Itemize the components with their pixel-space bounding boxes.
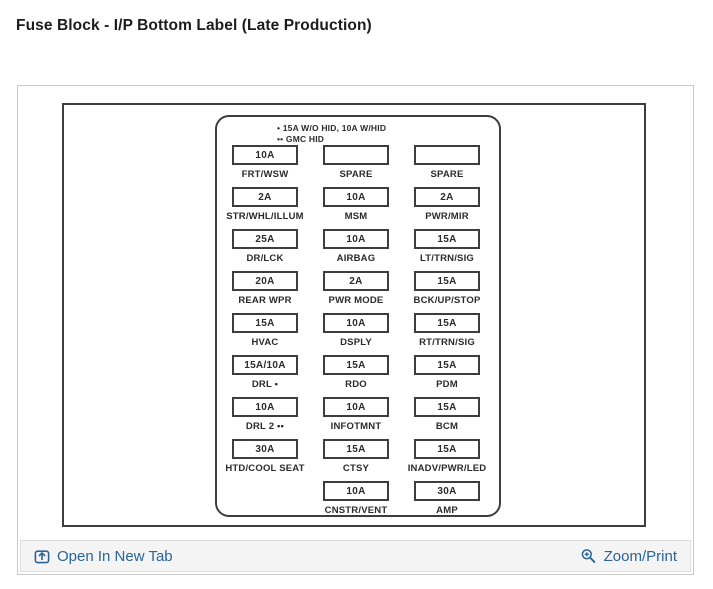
fuse-cell: 15A CTSY <box>323 439 389 481</box>
legend-line-2: •• GMC HID <box>277 133 325 144</box>
fuse-label: LT/TRN/SIG <box>419 253 475 264</box>
zoom-icon <box>581 548 595 563</box>
fuse-label: BCK/UP/STOP <box>413 295 481 306</box>
fuse-diagram-image: • 15A W/O HID, 10A W/HID •• GMC HID 10A … <box>62 103 646 527</box>
legend: • 15A W/O HID, 10A W/HID •• GMC HID <box>277 123 386 144</box>
fuse-cell: SPARE <box>323 145 389 187</box>
fuse-cell: 2A PWR/MIR <box>414 187 480 229</box>
fuse-label: CNSTR/VENT <box>324 505 388 516</box>
fuse-amp-box: 10A <box>323 187 389 207</box>
fuse-amp-box: 2A <box>323 271 389 291</box>
open-in-new-tab-label: Open In New Tab <box>57 547 173 565</box>
fuse-cell: 10A DSPLY <box>323 313 389 355</box>
fuse-label: HTD/COOL SEAT <box>225 463 305 474</box>
fuse-cell: 2A PWR MODE <box>323 271 389 313</box>
fuse-cell: 25A DR/LCK <box>232 229 298 271</box>
fuse-label: CTSY <box>342 463 370 474</box>
zoom-print-label: Zoom/Print <box>603 547 677 565</box>
fuse-cell: 10A DRL 2 •• <box>232 397 298 439</box>
fuse-grid: 10A FRT/WSW SPARE SPARE 2A STR/WHL/ILLUM… <box>225 145 487 523</box>
fuse-amp-box: 15A/10A <box>232 355 298 375</box>
fuse-cell: 10A FRT/WSW <box>232 145 298 187</box>
fuse-amp-box: 15A <box>414 355 480 375</box>
page-title: Fuse Block - I/P Bottom Label (Late Prod… <box>16 17 372 34</box>
fuse-amp-box: 30A <box>414 481 480 501</box>
fuse-label: MSM <box>344 211 368 222</box>
open-in-new-tab-icon <box>34 550 50 564</box>
fuse-amp-box: 2A <box>414 187 480 207</box>
fuse-amp-box: 15A <box>323 439 389 459</box>
fuse-label: INFOTMNT <box>330 421 382 432</box>
viewer-footer: Open In New Tab Zoom/Print <box>20 540 691 572</box>
fuse-cell: 10A INFOTMNT <box>323 397 389 439</box>
fuse-label: PWR/MIR <box>425 211 469 222</box>
fuse-cell: 15A PDM <box>414 355 480 397</box>
fuse-amp-box: 10A <box>323 229 389 249</box>
fuse-amp-box: 15A <box>414 439 480 459</box>
fuse-block-outline: • 15A W/O HID, 10A W/HID •• GMC HID 10A … <box>215 115 501 517</box>
fuse-amp-box <box>414 145 480 165</box>
fuse-label: FRT/WSW <box>241 169 289 180</box>
legend-line-1: • 15A W/O HID, 10A W/HID <box>277 123 387 133</box>
fuse-label: STR/WHL/ILLUM <box>226 211 304 222</box>
fuse-label: AIRBAG <box>336 253 376 264</box>
fuse-label: INADV/PWR/LED <box>407 463 487 474</box>
fuse-amp-box: 25A <box>232 229 298 249</box>
fuse-cell: 15A BCM <box>414 397 480 439</box>
fuse-label: DR/LCK <box>246 253 284 264</box>
fuse-amp-box: 20A <box>232 271 298 291</box>
fuse-label: RT/TRN/SIG <box>419 337 475 348</box>
fuse-label: REAR WPR <box>238 295 292 306</box>
fuse-amp-box: 15A <box>414 397 480 417</box>
fuse-amp-box <box>323 145 389 165</box>
fuse-label: DRL 2 •• <box>245 421 285 432</box>
fuse-label: AMP <box>436 505 458 516</box>
fuse-label: DSPLY <box>340 337 372 348</box>
fuse-label: HVAC <box>251 337 279 348</box>
fuse-label: SPARE <box>339 169 373 180</box>
fuse-cell: 15A RDO <box>323 355 389 397</box>
fuse-cell: 15A HVAC <box>232 313 298 355</box>
fuse-amp-box: 10A <box>323 397 389 417</box>
fuse-cell: 20A REAR WPR <box>232 271 298 313</box>
fuse-cell: 2A STR/WHL/ILLUM <box>226 187 304 229</box>
fuse-amp-box: 30A <box>232 439 298 459</box>
fuse-amp-box: 10A <box>323 313 389 333</box>
diagram-card: • 15A W/O HID, 10A W/HID •• GMC HID 10A … <box>17 85 694 575</box>
fuse-cell: 10A CNSTR/VENT <box>323 481 389 523</box>
fuse-cell-empty <box>232 481 298 523</box>
fuse-amp-box: 2A <box>232 187 298 207</box>
fuse-cell: 15A RT/TRN/SIG <box>414 313 480 355</box>
fuse-label: SPARE <box>430 169 464 180</box>
zoom-print-link[interactable]: Zoom/Print <box>580 548 677 565</box>
open-in-new-tab-link[interactable]: Open In New Tab <box>34 548 173 565</box>
fuse-label: BCM <box>435 421 459 432</box>
fuse-amp-box: 10A <box>323 481 389 501</box>
fuse-cell: 10A MSM <box>323 187 389 229</box>
fuse-label: PDM <box>436 379 458 390</box>
fuse-amp-box: 15A <box>414 271 480 291</box>
fuse-amp-box: 10A <box>232 145 298 165</box>
fuse-label: PWR MODE <box>328 295 384 306</box>
fuse-amp-box: 15A <box>323 355 389 375</box>
fuse-label: DRL • <box>251 379 279 390</box>
fuse-cell: 15A/10A DRL • <box>232 355 298 397</box>
fuse-cell: 10A AIRBAG <box>323 229 389 271</box>
fuse-amp-box: 15A <box>414 229 480 249</box>
fuse-amp-box: 15A <box>414 313 480 333</box>
fuse-cell: 15A INADV/PWR/LED <box>407 439 487 481</box>
fuse-cell: 15A LT/TRN/SIG <box>414 229 480 271</box>
fuse-cell: 15A BCK/UP/STOP <box>414 271 480 313</box>
fuse-amp-box: 15A <box>232 313 298 333</box>
fuse-cell: SPARE <box>414 145 480 187</box>
fuse-cell: 30A AMP <box>414 481 480 523</box>
fuse-amp-box: 10A <box>232 397 298 417</box>
fuse-cell: 30A HTD/COOL SEAT <box>225 439 305 481</box>
fuse-label: RDO <box>345 379 367 390</box>
